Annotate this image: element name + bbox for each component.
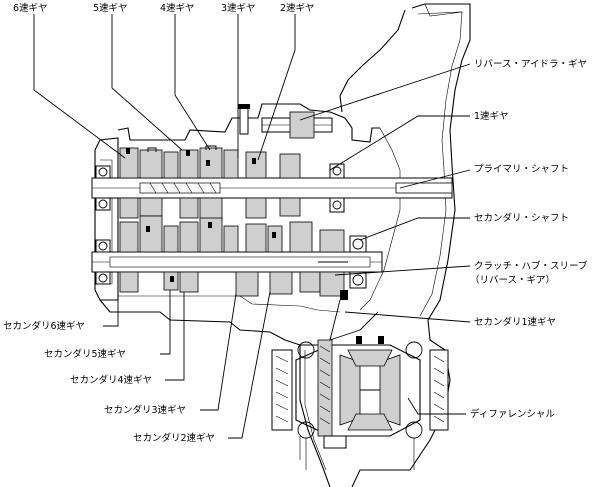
- diagram-labels: 6速ギヤ 5速ギヤ 4速ギヤ 3速ギヤ 2速ギヤ リバース・アイドラ・ギヤ 1速…: [3, 3, 588, 444]
- label-1st-gear: 1速ギヤ: [474, 111, 509, 122]
- label-secondary-1st-gear: セカンダリ1速ギヤ: [474, 316, 556, 328]
- primary-gears: [119, 145, 301, 221]
- bearings: [95, 163, 367, 289]
- secondary-shaft: [91, 251, 383, 273]
- clutch-hub: [318, 229, 379, 341]
- label-4th-gear: 4速ギヤ: [160, 3, 195, 14]
- label-differential: ディファレンシャル: [470, 408, 555, 420]
- label-5th-gear: 5速ギヤ: [93, 3, 128, 14]
- leader-lines: [33, 14, 471, 439]
- label-secondary-4th-gear: セカンダリ4速ギヤ: [70, 374, 152, 386]
- label-clutch-hub-sleeve: クラッチ・ハブ・スリーブ: [474, 260, 588, 272]
- label-reverse-idler-gear: リバース・アイドラ・ギヤ: [474, 59, 587, 70]
- label-6th-gear: 6速ギヤ: [13, 3, 48, 14]
- label-secondary-3rd-gear: セカンダリ3速ギヤ: [104, 404, 186, 416]
- label-secondary-2nd-gear: セカンダリ2速ギヤ: [133, 432, 215, 444]
- differential-assembly: [271, 336, 449, 470]
- label-clutch-hub-reverse: （リバース・ギア）: [470, 274, 555, 286]
- label-primary-shaft: プライマリ・シャフト: [474, 164, 569, 175]
- reverse-idler-assembly: [238, 104, 333, 139]
- label-secondary-5th-gear: セカンダリ5速ギヤ: [44, 348, 126, 360]
- label-3rd-gear: 3速ギヤ: [221, 3, 256, 14]
- transmission-housing: [94, 3, 471, 487]
- label-2nd-gear: 2速ギヤ: [280, 3, 315, 14]
- secondary-gears: [119, 215, 321, 297]
- primary-shaft: [91, 177, 453, 199]
- label-secondary-shaft: セカンダリ・シャフト: [474, 212, 569, 224]
- label-secondary-6th-gear: セカンダリ6速ギヤ: [3, 320, 85, 332]
